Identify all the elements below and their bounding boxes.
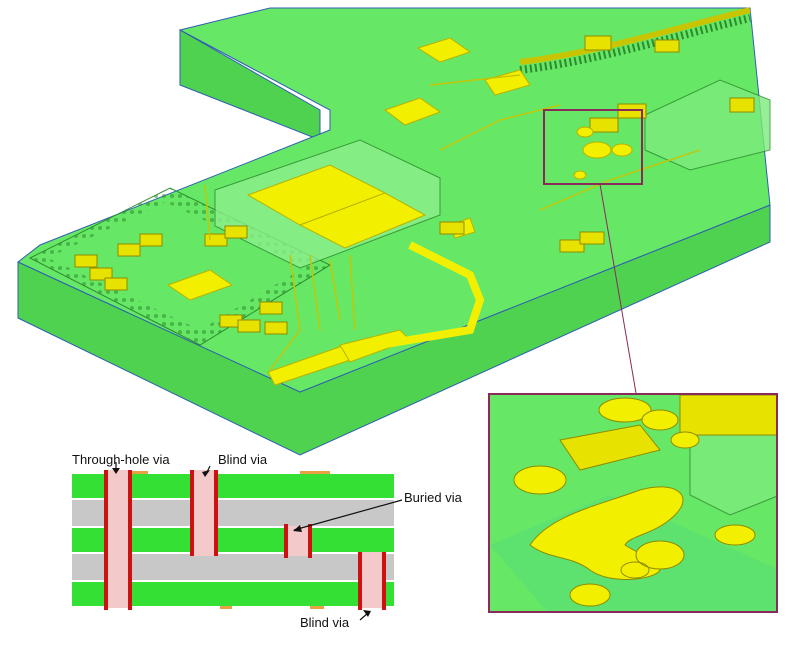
traces	[204, 74, 701, 371]
buried-via-label: Buried via	[404, 490, 462, 505]
arrowheads	[112, 468, 371, 617]
zoom-region-pads	[573, 126, 633, 180]
blind-via-bottom	[358, 552, 386, 610]
through-hole-via	[104, 470, 132, 610]
blind-via-top-label: Blind via	[218, 452, 268, 467]
zoom-inset-panel	[488, 393, 778, 613]
yellow-pads	[166, 37, 531, 386]
blind-via-bottom-label: Blind via	[300, 615, 350, 630]
zoom-inset-drawing	[490, 395, 776, 611]
through-hole-via-label: Through-hole via	[72, 452, 170, 467]
zoom-region-marker	[543, 109, 643, 185]
buried-via	[284, 524, 312, 558]
chip-components	[74, 35, 755, 335]
via-fence-top	[519, 7, 751, 74]
surface-copper	[130, 471, 330, 609]
blind-via-top	[190, 470, 218, 556]
shield-can-left	[28, 187, 332, 346]
via-cross-section	[72, 462, 403, 621]
zoom-connector-line	[599, 183, 637, 394]
